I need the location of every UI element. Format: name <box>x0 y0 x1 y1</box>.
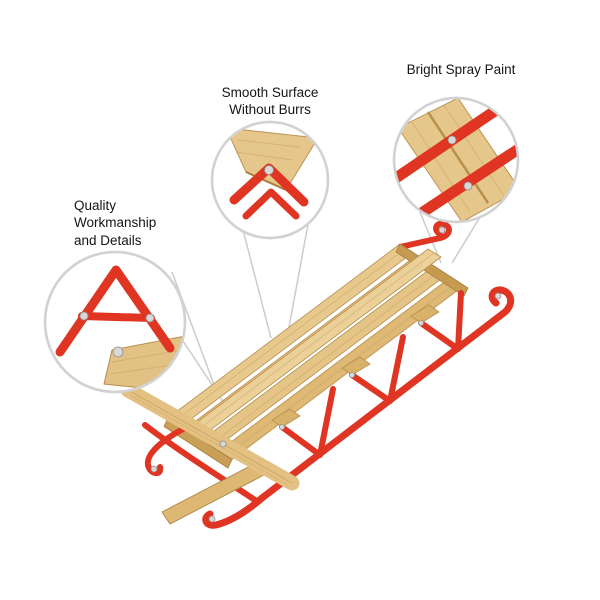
steering-bar <box>120 382 300 491</box>
magnifier-circle-icon <box>43 250 187 394</box>
bright-spray-paint-label: Bright Spray Paint <box>406 62 516 77</box>
callout-bright-paint <box>392 96 520 224</box>
screws <box>150 226 502 523</box>
sled-main <box>120 220 515 529</box>
right-runner <box>202 286 515 529</box>
runner-supports <box>279 290 464 458</box>
magnifier-circle-icon <box>392 96 520 224</box>
magnifier-circle-icon <box>210 120 330 240</box>
callout-quality <box>43 250 187 394</box>
callout-smooth-surface <box>210 120 330 240</box>
quality-workmanship-label: Quality Workmanship and Details <box>74 198 157 248</box>
smooth-surface-label: Smooth Surface Without Burrs <box>221 85 319 118</box>
